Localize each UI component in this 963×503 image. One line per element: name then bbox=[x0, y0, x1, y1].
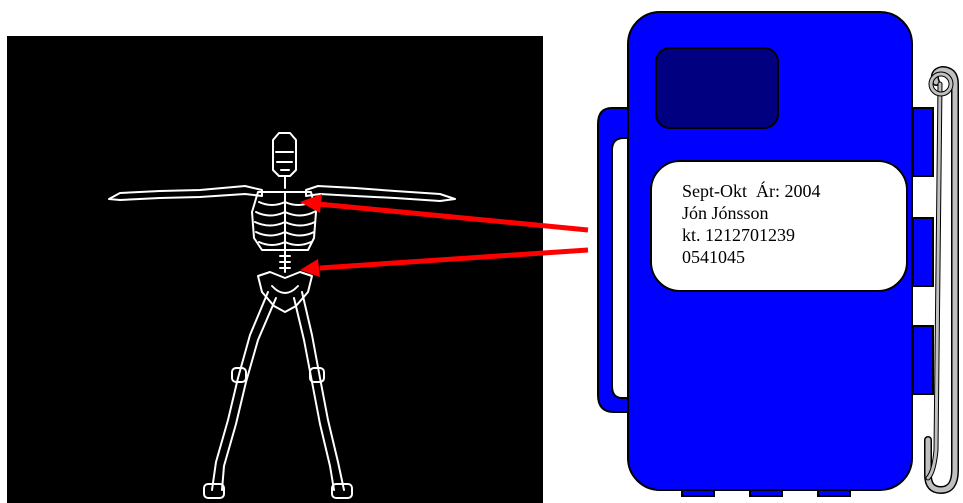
label-badge-number: 0541045 bbox=[682, 246, 906, 268]
badge-tab bbox=[913, 108, 933, 176]
xray-panel bbox=[7, 36, 543, 503]
label-period: Sept-Okt bbox=[682, 181, 747, 201]
label-year: Ár: 2004 bbox=[756, 181, 821, 201]
label-line-period: Sept-Okt Ár: 2004 bbox=[682, 180, 906, 202]
badge-tab bbox=[913, 326, 933, 394]
badge-handle bbox=[598, 108, 632, 412]
dosimeter-label: Sept-Okt Ár: 2004 Jón Jónsson kt. 121270… bbox=[650, 160, 908, 292]
label-kennitala: kt. 1212701239 bbox=[682, 224, 906, 246]
badge-window bbox=[656, 48, 778, 128]
label-name: Jón Jónsson bbox=[682, 202, 906, 224]
badge-tab bbox=[913, 218, 933, 286]
